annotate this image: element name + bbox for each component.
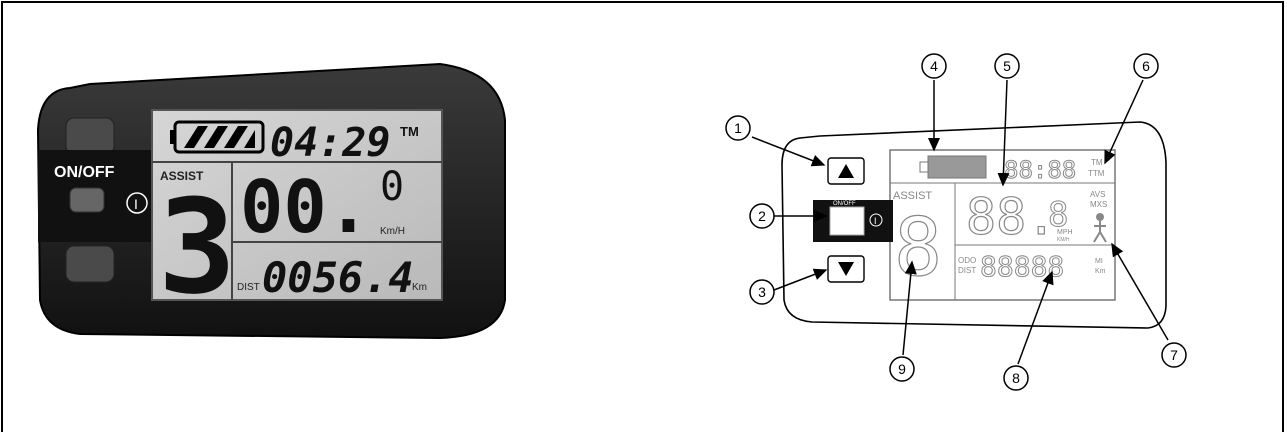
callout-3: 3 bbox=[749, 279, 775, 305]
walk-assist-icon bbox=[1093, 213, 1107, 243]
callout-6: 6 bbox=[1133, 53, 1159, 79]
diagram-power-button[interactable] bbox=[829, 206, 865, 236]
power-symbol: I bbox=[134, 196, 138, 212]
diagram-assist-digit: 8 bbox=[894, 201, 942, 294]
diagram-kmh-label: KM/H bbox=[1057, 237, 1070, 243]
diagram-battery-icon bbox=[919, 155, 987, 179]
diagram-assist-label: ASSIST bbox=[893, 190, 932, 202]
callout-8: 8 bbox=[1003, 365, 1029, 391]
callout-1: 1 bbox=[725, 115, 751, 141]
callout-arrows bbox=[751, 79, 1169, 365]
battery-icon bbox=[170, 120, 265, 154]
diagram-time-digits: 88:88 bbox=[1004, 156, 1076, 184]
assist-label: ASSIST bbox=[160, 169, 204, 183]
svg-text:8: 8 bbox=[1012, 370, 1020, 386]
svg-text:3: 3 bbox=[758, 284, 766, 300]
callout-5: 5 bbox=[994, 53, 1020, 79]
svg-text:7: 7 bbox=[1170, 347, 1178, 363]
diagram-mxs-label: MXS bbox=[1090, 200, 1107, 209]
diagram-ttm-label: TTM bbox=[1088, 169, 1105, 178]
diagram-odo-label: ODO bbox=[958, 256, 976, 265]
diagram-odo-digits: 88888 bbox=[980, 250, 1064, 283]
svg-text:4: 4 bbox=[930, 58, 938, 74]
callout-4: 4 bbox=[921, 53, 947, 79]
callout-9: 9 bbox=[889, 356, 915, 382]
assist-level: 3 bbox=[158, 171, 236, 323]
speed-display: 00. bbox=[240, 165, 370, 249]
svg-text:6: 6 bbox=[1142, 58, 1150, 74]
speed-decimal: 0 bbox=[380, 164, 404, 210]
speed-unit: Km/H bbox=[380, 226, 405, 237]
svg-text:9: 9 bbox=[898, 361, 906, 377]
svg-text:2: 2 bbox=[758, 208, 766, 224]
time-display: 04:29 bbox=[270, 120, 390, 166]
diagram-power-symbol: I bbox=[874, 216, 877, 226]
diagram-tm-label: TM bbox=[1091, 158, 1103, 167]
time-tag: TM bbox=[400, 124, 419, 139]
diagram-mph-label: MPH bbox=[1057, 229, 1073, 236]
diagram-dist-label: DIST bbox=[958, 266, 976, 275]
display-photo: ON/OFF I 04:29 TM ASSIST 3 00. 0 Km/H DI… bbox=[36, 62, 506, 340]
power-button-inner[interactable] bbox=[69, 187, 105, 213]
callout-2: 2 bbox=[749, 203, 775, 229]
up-button[interactable] bbox=[65, 117, 115, 155]
down-arrow-icon bbox=[838, 262, 854, 276]
diagram-km-label: Km bbox=[1095, 268, 1106, 275]
distance-unit: Km bbox=[412, 282, 427, 293]
svg-text:5: 5 bbox=[1003, 58, 1011, 74]
up-arrow-icon bbox=[838, 164, 854, 178]
diagram-onoff-label: ON/OFF bbox=[833, 201, 856, 207]
diagram-speed-decimal: 8 bbox=[1048, 195, 1068, 235]
diagram-speed-digits: 88. bbox=[966, 188, 1056, 246]
svg-text:1: 1 bbox=[734, 120, 742, 136]
distance-display: 0056.4 bbox=[262, 253, 414, 302]
power-symbol-ring bbox=[126, 192, 148, 214]
lcd-screen bbox=[151, 109, 443, 301]
diagram-avs-label: AVS bbox=[1090, 190, 1105, 199]
diagram-outline bbox=[781, 121, 1167, 329]
callout-7: 7 bbox=[1161, 342, 1187, 368]
onoff-label: ON/OFF bbox=[54, 164, 115, 181]
dist-label: DIST bbox=[237, 282, 260, 293]
diagram-mi-label: MI bbox=[1095, 258, 1103, 265]
display-diagram: ON/OFF I 88:88 TM TTM ASSIST 8 88. 8 AVS… bbox=[725, 53, 1187, 391]
down-button[interactable] bbox=[65, 245, 115, 283]
diagram-power-symbol-ring bbox=[869, 213, 883, 227]
